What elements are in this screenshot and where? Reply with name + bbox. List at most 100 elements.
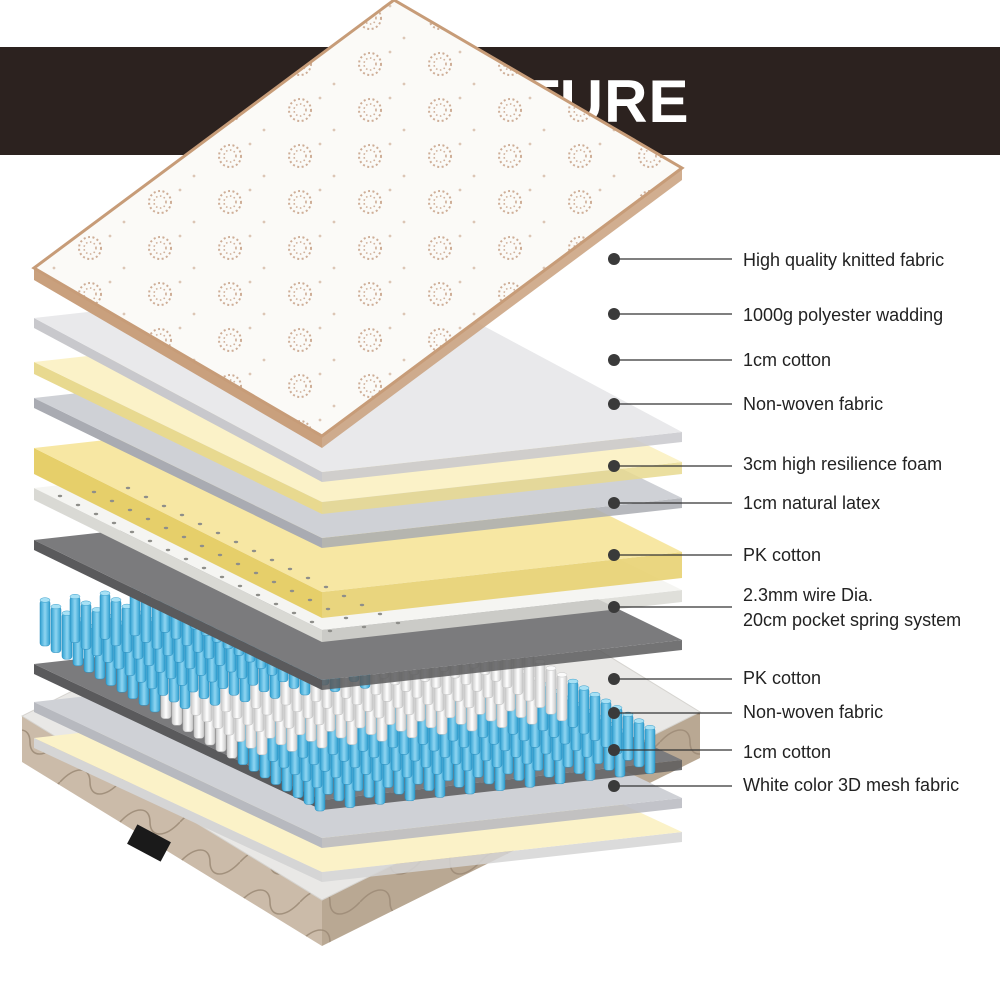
latex-hole (271, 580, 277, 584)
latex-hole (251, 549, 257, 553)
layer-label: 1000g polyester wadding (743, 305, 944, 325)
layer-label: Non-woven fabric (743, 702, 884, 722)
spring-pocket (567, 681, 579, 728)
latex-hole (201, 566, 207, 570)
layer-right-edge (322, 498, 682, 548)
layer-front-edge (34, 738, 322, 882)
latex-hole (127, 508, 133, 512)
latex-hole (109, 499, 115, 503)
spring-pocket (622, 714, 634, 761)
spring-pocket-top (633, 718, 645, 724)
latex-hole (305, 576, 311, 580)
latex-hole (163, 526, 169, 530)
latex-hole (255, 593, 261, 597)
latex-hole (75, 503, 81, 507)
latex-hole (235, 562, 241, 566)
latex-hole (343, 616, 349, 620)
layer-right-edge (322, 590, 682, 642)
layer-right-edge (322, 640, 682, 690)
latex-hole (165, 548, 171, 552)
layer-label: 3cm high resilience foam (743, 454, 943, 474)
layer-label: PK cotton (743, 545, 822, 565)
spring-pocket (633, 720, 645, 768)
spring-pocket (600, 700, 612, 748)
layer-label: Non-woven fabric (743, 394, 884, 414)
callout-dot (608, 780, 620, 792)
layer-front-edge (34, 702, 322, 848)
latex-hole (309, 620, 315, 624)
latex-hole (325, 607, 331, 611)
latex-hole (125, 486, 131, 490)
layer-right-edge (322, 462, 682, 514)
layer-front-edge (34, 362, 322, 514)
spring-pocket-top (578, 685, 590, 691)
spring-pocket (50, 606, 62, 653)
latex-hole (145, 517, 151, 521)
latex-hole (91, 490, 97, 494)
spring-pocket-top (545, 665, 557, 671)
latex-hole (307, 598, 313, 602)
spring-pocket-top (69, 594, 81, 600)
latex-hole (253, 571, 259, 575)
layer-front-edge (34, 488, 322, 642)
spring-pocket (99, 592, 111, 640)
latex-hole (147, 539, 153, 543)
spring-pocket (545, 667, 557, 715)
layer-label: 2.3mm wire Dia.20cm pocket spring system (743, 585, 962, 630)
spring-pocket-top (644, 725, 656, 731)
latex-hole (341, 594, 347, 598)
latex-hole (181, 535, 187, 539)
spring-pocket-top (600, 698, 612, 704)
latex-hole (143, 495, 149, 499)
layer-right-edge (322, 432, 682, 482)
callout-dot (608, 398, 620, 410)
layer-front-edge (34, 398, 322, 548)
latex-hole (237, 584, 243, 588)
latex-hole (323, 585, 329, 589)
layer-label: PK cotton (743, 668, 822, 688)
latex-hole (327, 629, 333, 633)
latex-hole (199, 544, 205, 548)
layer-front-edge (34, 318, 322, 482)
spring-pocket (556, 674, 568, 722)
spring-pocket-top (589, 692, 601, 698)
latex-hole (395, 621, 401, 625)
latex-hole (377, 612, 383, 616)
callout-dot (608, 308, 620, 320)
latex-hole (197, 522, 203, 526)
latex-hole (291, 611, 297, 615)
layer-label: 1cm cotton (743, 350, 832, 370)
knitted-fabric-pattern (34, 0, 682, 436)
layer-label: 1cm natural latex (743, 493, 881, 513)
latex-hole (359, 603, 365, 607)
latex-hole (233, 540, 239, 544)
latex-perforations (57, 486, 401, 633)
callout-dot (608, 707, 620, 719)
spring-pocket (534, 661, 546, 708)
layer-right-edge (322, 552, 682, 618)
callout-dot (608, 549, 620, 561)
layer-label: 1cm cotton (743, 742, 832, 762)
latex-hole (93, 512, 99, 516)
layer-front-edge (34, 540, 322, 690)
callout-dot (608, 497, 620, 509)
latex-hole (179, 513, 185, 517)
knitted-fabric-piping (31, 0, 685, 438)
latex-hole (57, 494, 63, 498)
layer-front-edge (34, 268, 322, 448)
spring-pocket (39, 599, 51, 647)
layer-front-edge (34, 448, 322, 618)
latex-hole (361, 625, 367, 629)
latex-hole (215, 531, 221, 535)
spring-pocket-top (110, 597, 122, 603)
callout-dot (608, 744, 620, 756)
callout-dot (608, 673, 620, 685)
callout-dot (608, 601, 620, 613)
callout-dot (608, 253, 620, 265)
spring-pocket (589, 694, 601, 741)
layer-front-edge (34, 664, 322, 810)
spring-pocket-top (80, 600, 92, 606)
spring-pocket (80, 602, 92, 650)
latex-hole (217, 553, 223, 557)
